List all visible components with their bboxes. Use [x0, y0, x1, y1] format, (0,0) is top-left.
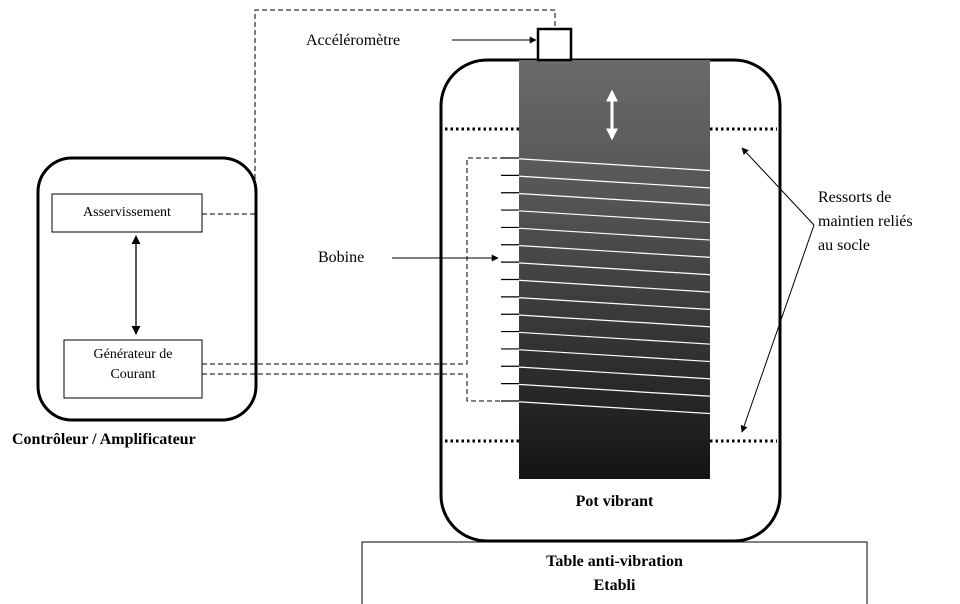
coil-winding	[505, 174, 718, 189]
ressorts-label-line3: au socle	[818, 237, 870, 254]
accelerometer-sensor	[536, 27, 573, 62]
coil-winding	[505, 244, 718, 259]
base-table	[361, 541, 868, 604]
bobine-label: Bobine	[318, 249, 365, 266]
generateur-box	[63, 339, 203, 399]
base-line2: Etabli	[593, 577, 636, 594]
generateur-label-line1: Générateur de	[93, 347, 173, 362]
coil-winding	[505, 313, 718, 328]
coil-winding	[505, 192, 718, 207]
generateur-label-line2: Courant	[110, 367, 156, 383]
coil-winding	[505, 383, 718, 398]
springs-arrow-bottom	[740, 224, 815, 433]
coil-wire-bottom	[202, 373, 506, 402]
coil-winding	[505, 157, 718, 172]
coil-winding	[505, 278, 718, 294]
controller-title: Contrôleur / Amplificateur	[12, 431, 196, 448]
coil-winding	[505, 226, 718, 242]
controller-enclosure	[36, 156, 258, 422]
generateur-label: Générateur de Courant	[64, 345, 202, 386]
coil-winding	[505, 365, 718, 380]
base-line1: Table anti-vibration	[546, 553, 683, 570]
coil-winding	[505, 330, 718, 346]
springs-arrow-top	[741, 147, 815, 226]
coil	[501, 157, 718, 415]
coil-winding	[505, 261, 718, 276]
coil-winding	[505, 400, 718, 415]
accelerometre-label: Accéléromètre	[306, 32, 401, 49]
coil-winding	[505, 296, 718, 311]
asservissement-label: Asservissement	[83, 205, 171, 220]
coil-winding	[505, 209, 718, 224]
armature	[519, 60, 710, 479]
coil-wire-top	[202, 157, 506, 365]
accelerometer-wire	[202, 9, 556, 215]
asservissement-box	[51, 193, 203, 233]
ressorts-label-line1: Ressorts de	[818, 189, 892, 206]
ressorts-label-line2: maintien reliés	[818, 213, 913, 230]
coil-winding	[505, 348, 718, 363]
ressorts-label: Ressorts de maintien reliés au socle	[818, 186, 913, 258]
pot-vibrant-title: Pot vibrant	[575, 493, 654, 510]
